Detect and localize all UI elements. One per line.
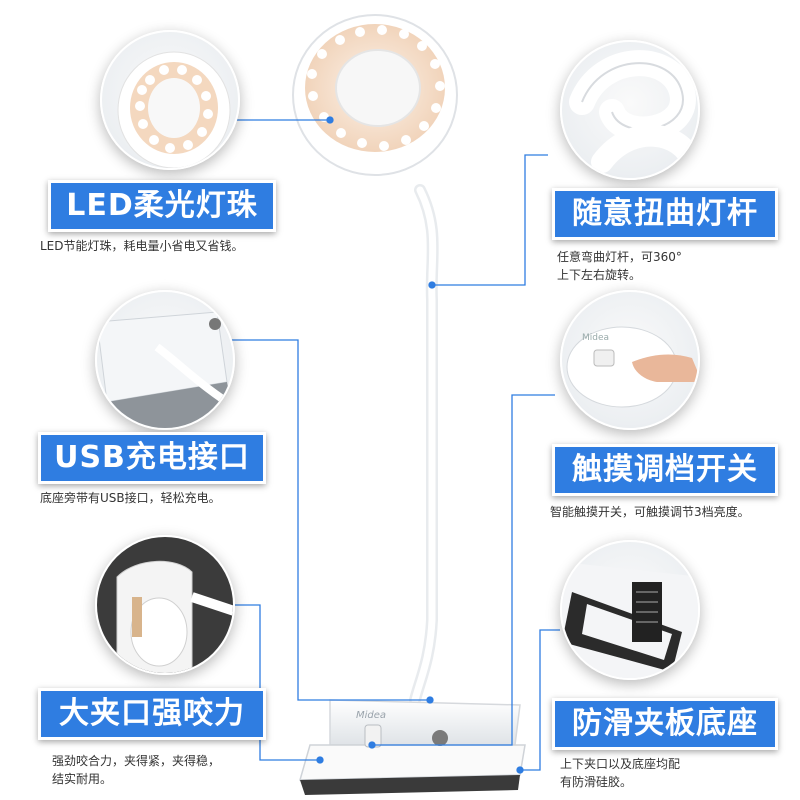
led-beads — [307, 25, 445, 151]
clip-base — [298, 699, 526, 795]
feature-label-clip: 大夹口强咬力 — [38, 688, 266, 740]
anti-slip-base-closeup — [560, 540, 700, 680]
feature-label-base: 防滑夹板底座 — [552, 698, 778, 750]
brand-logo: Midea — [356, 710, 387, 721]
usb-port-closeup — [95, 290, 235, 430]
feature-desc-usb: 底座旁带有USB接口，轻松充电。 — [40, 491, 221, 505]
svg-text:Midea: Midea — [582, 333, 609, 343]
led-closeup — [100, 30, 240, 170]
feature-label-usb: USB充电接口 — [38, 432, 266, 484]
feature-label-twist: 随意扭曲灯杆 — [552, 188, 778, 240]
touch-switch-closeup: Midea — [560, 290, 700, 430]
feature-desc-touch: 智能触摸开关，可触摸调节3档亮度。 — [550, 505, 750, 519]
connector-lines — [218, 116, 560, 774]
feature-desc-clip: 强劲咬合力，夹得紧，夹得稳， 结实耐用。 — [52, 754, 221, 786]
lamp-head — [292, 14, 458, 176]
feature-label-led: LED柔光灯珠 — [48, 180, 276, 232]
feature-desc-led: LED节能灯珠，耗电量小省电又省钱。 — [40, 239, 244, 253]
clip-closeup — [95, 535, 235, 675]
feature-desc-twist: 任意弯曲灯杆，可360° 上下左右旋转。 — [557, 250, 682, 282]
twist-rod-closeup — [560, 40, 700, 180]
feature-desc-base: 上下夹口以及底座均配 有防滑硅胶。 — [560, 757, 681, 789]
feature-label-touch: 触摸调档开关 — [552, 444, 778, 496]
